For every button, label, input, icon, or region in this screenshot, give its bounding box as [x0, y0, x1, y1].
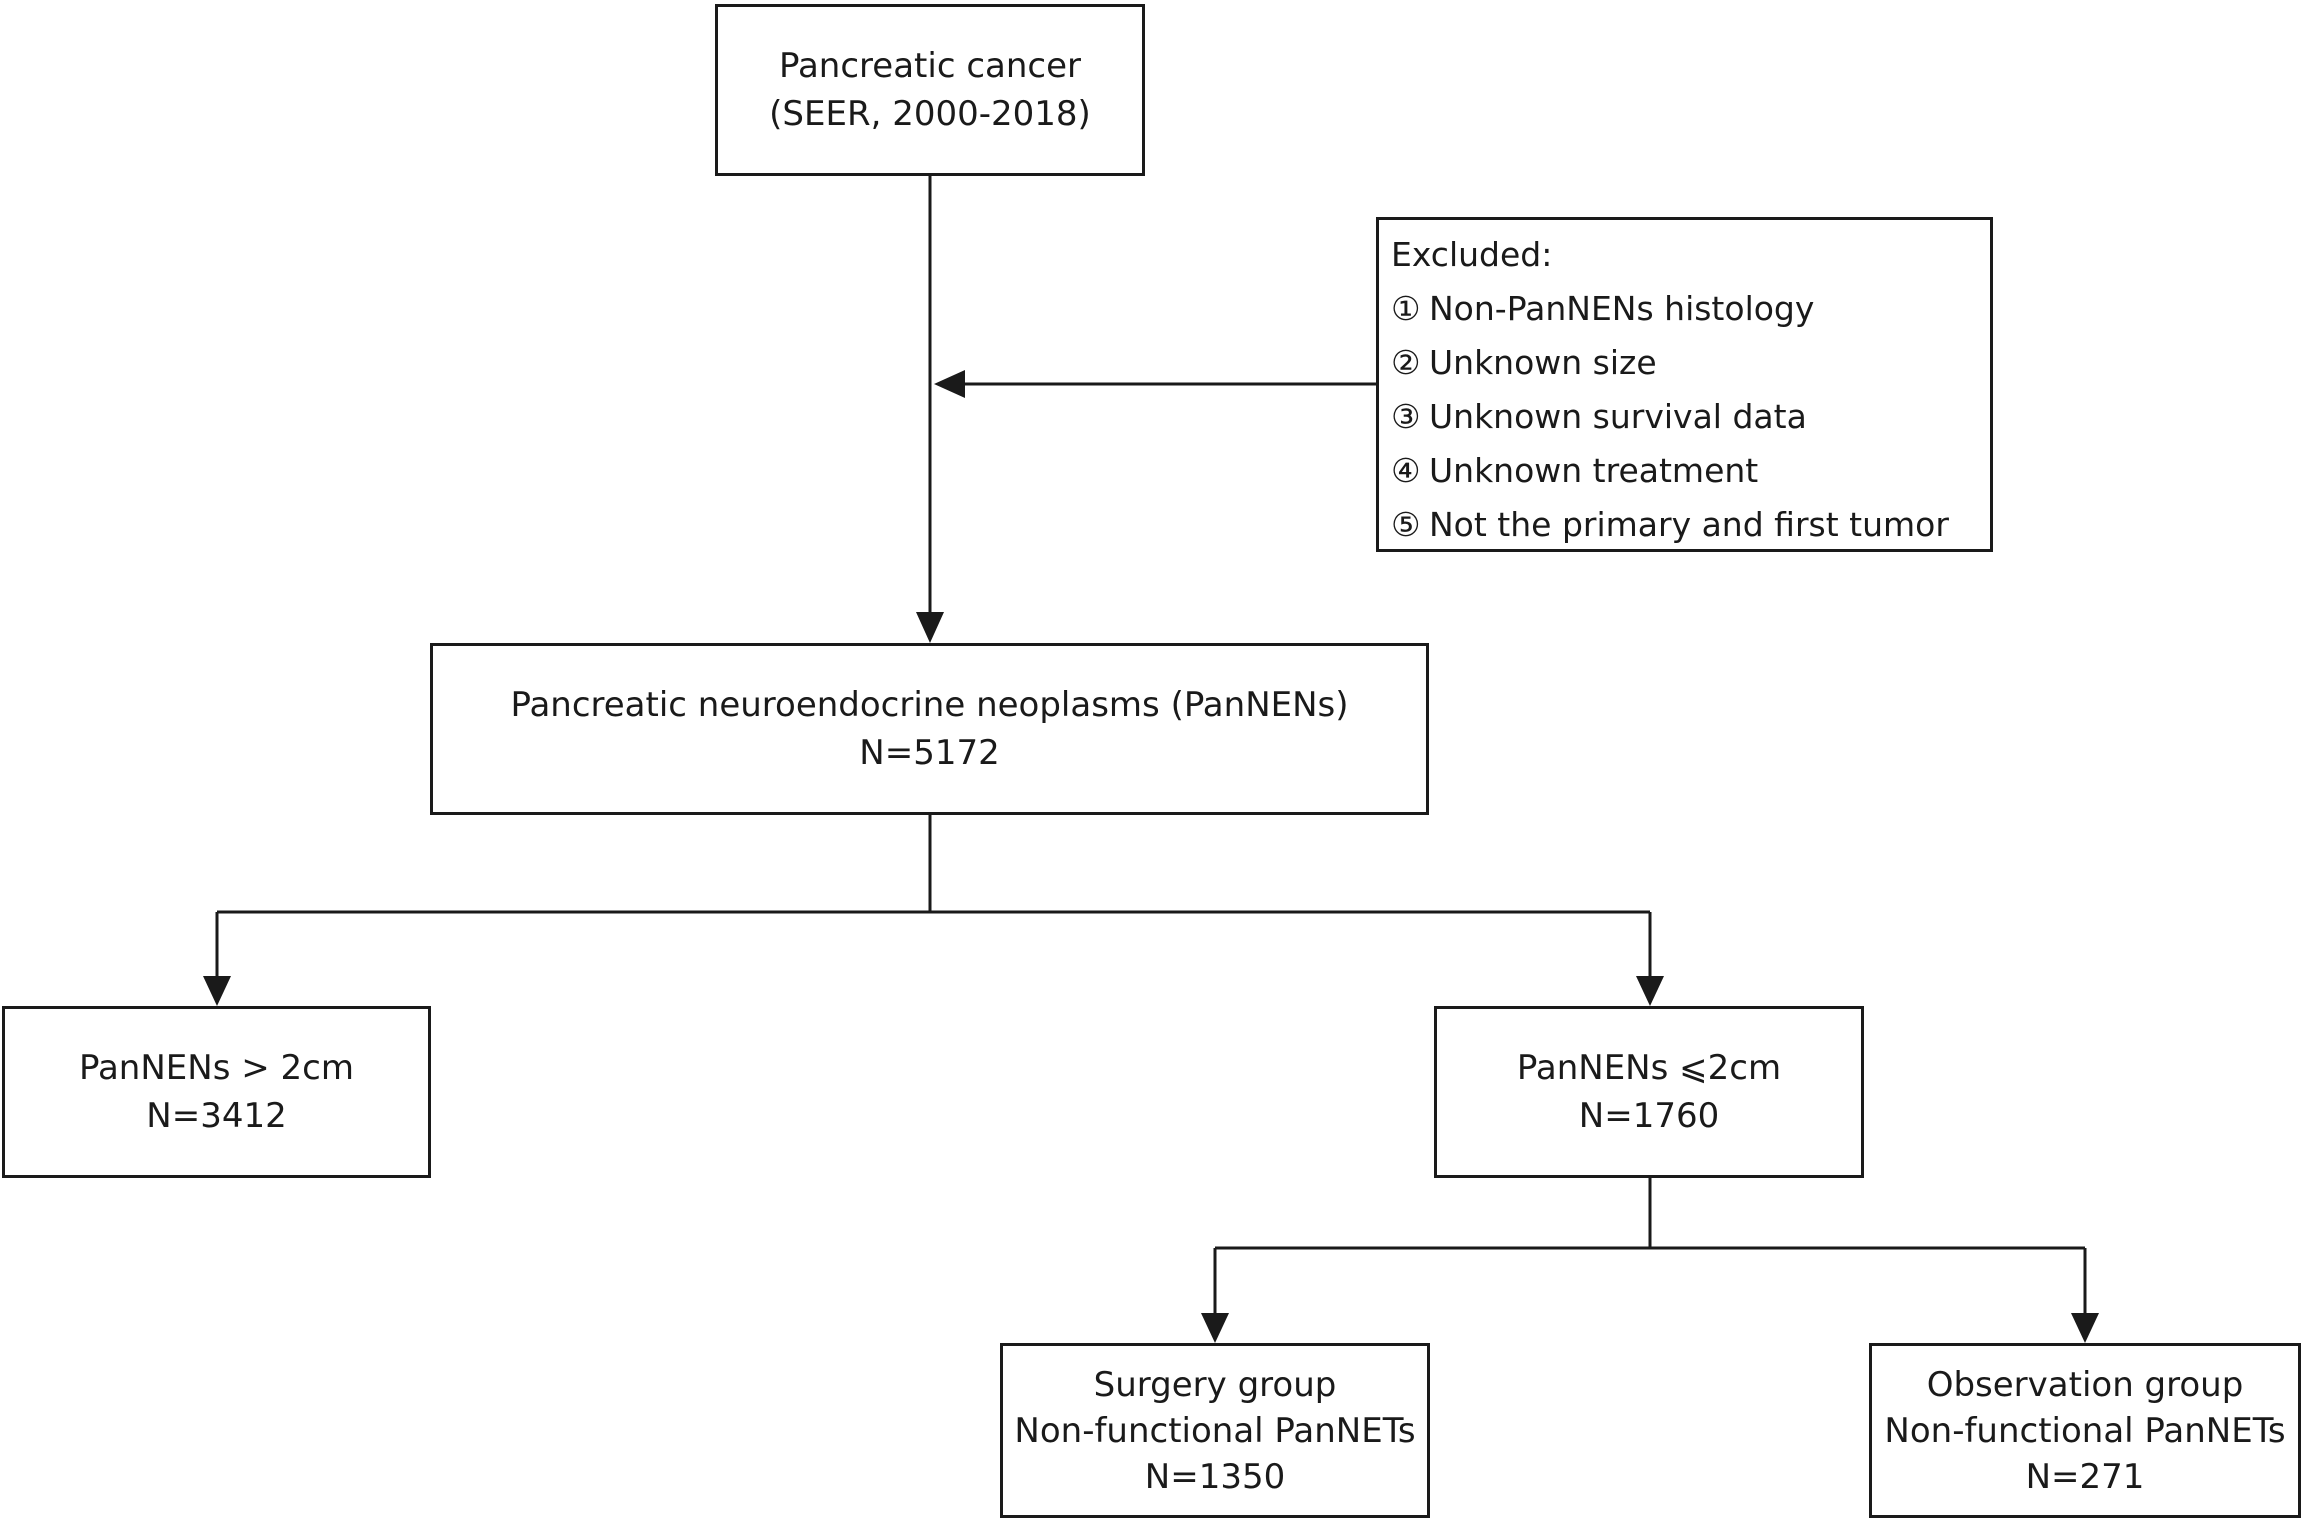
- node-observation-count: N=271: [2025, 1456, 2145, 1497]
- arrowhead-gt2: [203, 976, 231, 1006]
- node-source-pancreatic-cancer: Pancreatic cancer (SEER, 2000-2018): [715, 4, 1145, 176]
- arrowhead-excluded: [934, 370, 965, 398]
- node-gt2-line1: PanNENs > 2cm: [79, 1048, 354, 1088]
- node-source-line2: (SEER, 2000-2018): [769, 94, 1091, 134]
- arrowhead-observation: [2071, 1313, 2099, 1343]
- arrowhead-surgery: [1201, 1313, 1229, 1343]
- node-observation-group: Observation group Non-functional PanNETs…: [1869, 1343, 2301, 1518]
- excluded-item-marker: ③: [1391, 397, 1421, 436]
- arrowhead-le2: [1636, 976, 1664, 1006]
- excluded-title: Excluded:: [1391, 235, 1553, 274]
- node-pannens-count: N=5172: [859, 733, 1000, 773]
- node-pannens-le-2cm: PanNENs ⩽2cm N=1760: [1434, 1006, 1864, 1178]
- excluded-item-marker: ⑤: [1391, 505, 1421, 544]
- excluded-item-marker: ②: [1391, 343, 1421, 382]
- node-pannens-gt-2cm: PanNENs > 2cm N=3412: [2, 1006, 431, 1178]
- node-gt2-count: N=3412: [146, 1096, 287, 1136]
- node-observation-line1: Observation group: [1926, 1364, 2244, 1405]
- node-source-line1: Pancreatic cancer: [779, 46, 1081, 86]
- excluded-item-text: Unknown treatment: [1429, 451, 1759, 490]
- excluded-item-marker: ①: [1391, 289, 1421, 328]
- node-surgery-group: Surgery group Non-functional PanNETs N=1…: [1000, 1343, 1430, 1518]
- excluded-item-text: Unknown survival data: [1429, 397, 1807, 436]
- excluded-item-text: Non-PanNENs histology: [1429, 289, 1815, 328]
- excluded-item-text: Unknown size: [1429, 343, 1657, 382]
- node-le2-line1: PanNENs ⩽2cm: [1516, 1048, 1782, 1088]
- node-pannens-total: Pancreatic neuroendocrine neoplasms (Pan…: [430, 643, 1429, 815]
- node-surgery-line2: Non-functional PanNETs: [1014, 1410, 1416, 1451]
- node-surgery-line1: Surgery group: [1093, 1364, 1337, 1405]
- node-le2-count: N=1760: [1578, 1096, 1720, 1136]
- node-surgery-count: N=1350: [1144, 1456, 1286, 1497]
- node-observation-line2: Non-functional PanNETs: [1884, 1410, 2286, 1451]
- node-pannens-line1: Pancreatic neuroendocrine neoplasms (Pan…: [510, 685, 1349, 725]
- excluded-item-text: Not the primary and first tumor: [1429, 505, 1949, 544]
- arrowhead-pannens: [916, 612, 944, 643]
- excluded-item-marker: ④: [1391, 451, 1421, 490]
